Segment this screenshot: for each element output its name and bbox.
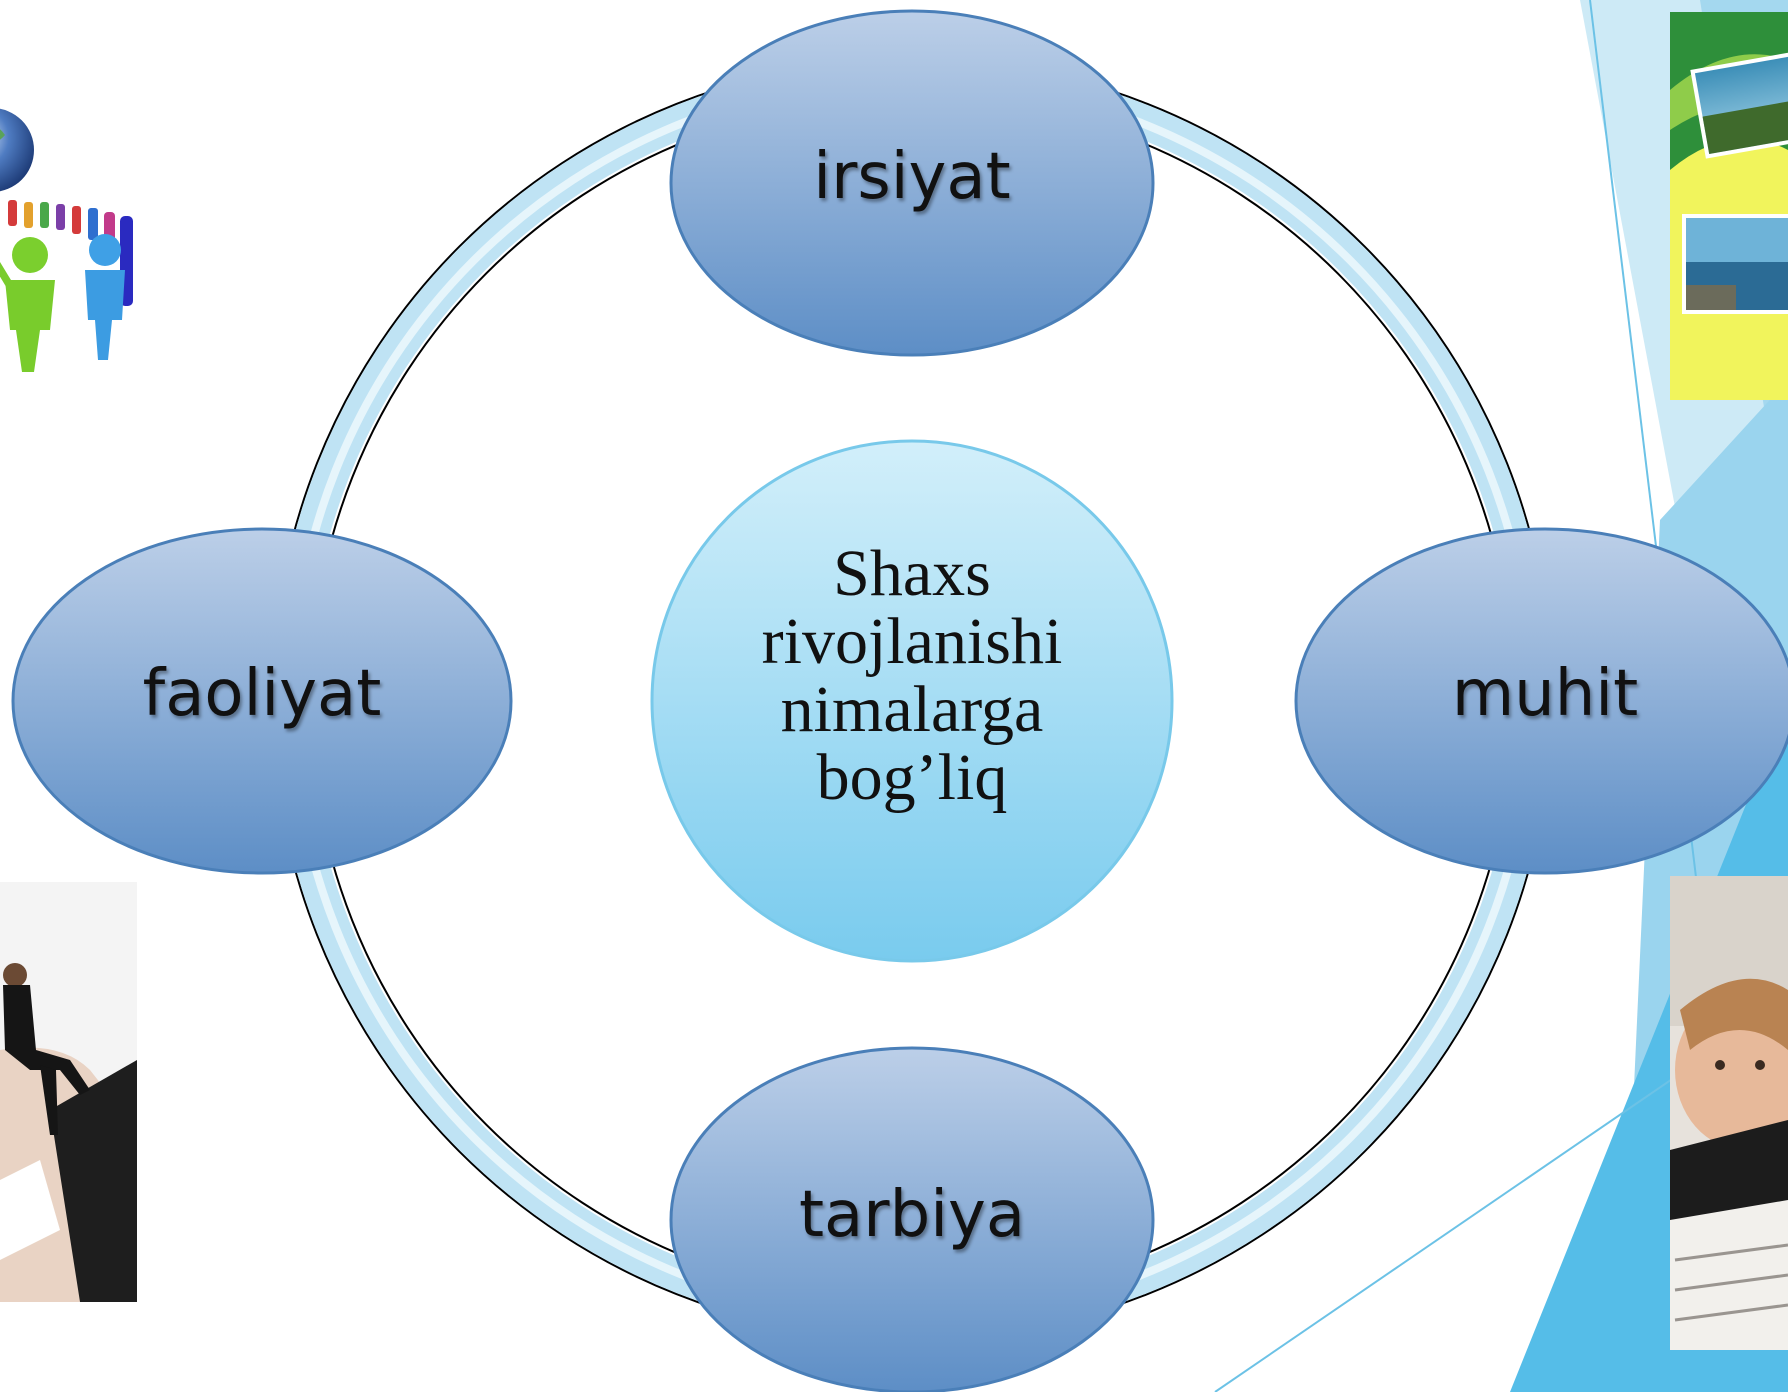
- node-tarbiya: [669, 1046, 1155, 1392]
- people-around-globe-image: [0, 108, 133, 372]
- node-muhit-label: muhit: [1451, 657, 1639, 731]
- center-label-line-2: rivojlanishi: [761, 605, 1063, 678]
- child-studying-image: [1670, 876, 1788, 1350]
- node-muhit: [1294, 527, 1788, 875]
- nature-landscape-photos-image: [1670, 12, 1788, 400]
- center-circle: [650, 439, 1174, 963]
- center-label-line-4: bog’liq: [816, 741, 1008, 814]
- node-tarbiya-label: tarbiya: [798, 1178, 1026, 1252]
- node-irsiyat-label: irsiyat: [813, 140, 1011, 214]
- center-label: Shaxs rivojlanishi nimalarga bog’liq: [700, 540, 1124, 812]
- businesswoman-on-hand-image: [0, 882, 137, 1302]
- center-label-line-1: Shaxs: [833, 537, 991, 610]
- node-faoliyat-label: faoliyat: [142, 657, 382, 731]
- center-label-line-3: nimalarga: [780, 673, 1044, 746]
- node-faoliyat: [11, 527, 513, 875]
- node-irsiyat: [669, 9, 1155, 357]
